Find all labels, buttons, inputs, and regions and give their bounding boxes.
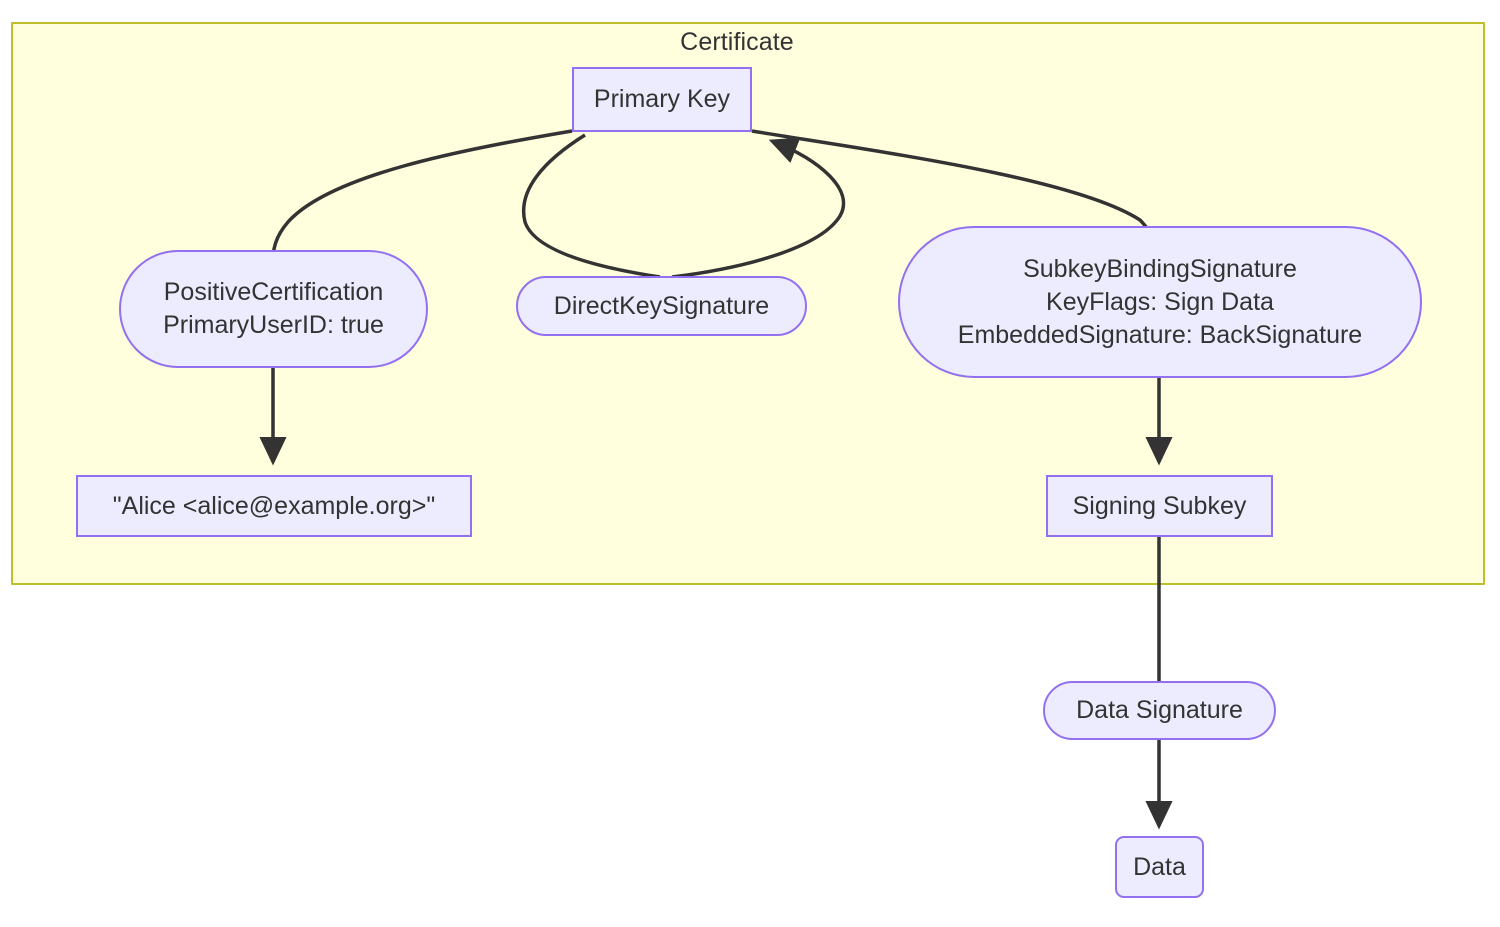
node-positive-certification-line-0: PositiveCertification xyxy=(163,278,384,306)
node-data[interactable]: Data xyxy=(1115,836,1204,898)
node-subkey-binding-signature-line-1: KeyFlags: Sign Data xyxy=(1046,287,1274,316)
node-data-signature-line-0: Data Signature xyxy=(1076,696,1243,724)
node-positive-certification[interactable]: PositiveCertification PrimaryUserID: tru… xyxy=(119,250,428,368)
node-subkey-binding-signature-line-0: SubkeyBindingSignature xyxy=(1023,254,1297,283)
node-primary-key[interactable]: Primary Key xyxy=(572,67,752,132)
node-data-line-0: Data xyxy=(1133,852,1186,881)
node-data-signature[interactable]: Data Signature xyxy=(1043,681,1276,740)
node-direct-key-signature-line-0: DirectKeySignature xyxy=(553,291,770,320)
node-subkey-binding-signature[interactable]: SubkeyBindingSignature KeyFlags: Sign Da… xyxy=(898,226,1422,378)
node-subkey-binding-signature-line-2: EmbeddedSignature: BackSignature xyxy=(957,320,1363,349)
node-signing-subkey[interactable]: Signing Subkey xyxy=(1046,475,1273,537)
node-user-id[interactable]: "Alice <alice@example.org>" xyxy=(76,475,472,537)
node-user-id-line-0: "Alice <alice@example.org>" xyxy=(112,491,436,520)
node-direct-key-signature[interactable]: DirectKeySignature xyxy=(516,276,807,336)
node-signing-subkey-line-0: Signing Subkey xyxy=(1072,491,1247,520)
subgraph-title-certificate: Certificate xyxy=(680,28,794,56)
node-positive-certification-line-1: PrimaryUserID: true xyxy=(163,311,384,339)
node-primary-key-line-0: Primary Key xyxy=(593,85,731,113)
